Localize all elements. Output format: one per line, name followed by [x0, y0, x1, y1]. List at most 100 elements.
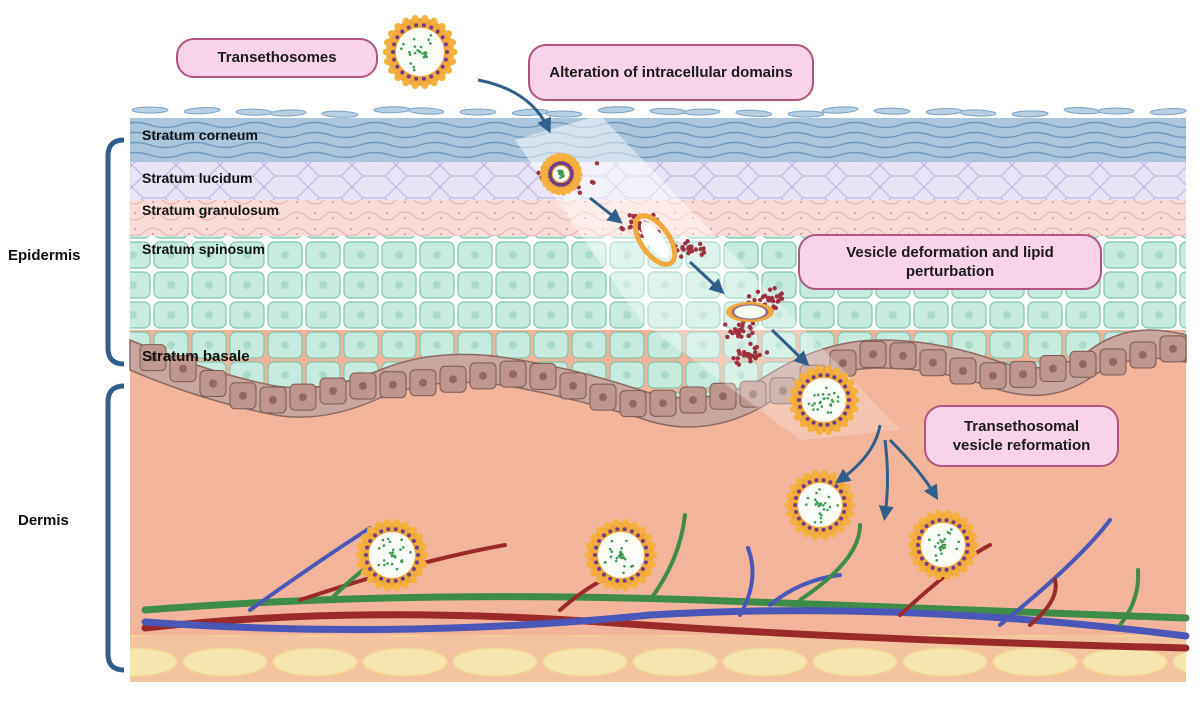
lipid-dot [591, 180, 596, 185]
corneocyte-flake [1063, 106, 1101, 115]
corneocyte-flake [511, 108, 549, 117]
lipid-dot [752, 354, 758, 360]
corneocyte-flake [407, 107, 445, 115]
lipid-dot [753, 350, 758, 355]
label-dermis: Dermis [18, 512, 69, 529]
vesicle [584, 518, 658, 592]
corneocyte-flake [321, 110, 359, 118]
label-stratum-spinosum: Stratum spinosum [142, 241, 265, 257]
callout-alteration: Alteration of intracellular domains [528, 44, 814, 101]
basale-cells [139, 335, 1187, 418]
lipid-dot [736, 348, 741, 354]
lipid-dot [732, 327, 738, 332]
lipid-dot [679, 254, 684, 259]
epidermis-bracket [105, 137, 125, 367]
lipid-dot [746, 333, 751, 338]
pathway-arrows [477, 78, 939, 521]
vesicle-flattened [726, 302, 774, 322]
lipid-dot [693, 247, 699, 252]
corneocyte-flake [873, 107, 911, 115]
corneocyte-flake [235, 108, 273, 116]
lipid-dot [683, 241, 688, 246]
label-stratum-basale: Stratum basale [142, 348, 250, 365]
lipid-dot [758, 297, 763, 303]
vesicle [355, 518, 429, 592]
corneocyte-flake [925, 108, 963, 116]
corneocyte-flake [735, 109, 773, 117]
lipid-dot [698, 246, 703, 252]
corneocyte-flake [459, 108, 497, 116]
lipid-dot [689, 248, 695, 254]
lipid-dot [755, 289, 761, 294]
lipid-dot [735, 356, 740, 361]
lipid-dot [752, 297, 757, 303]
lipid-dot [594, 161, 600, 166]
lipid-dot [746, 351, 751, 357]
vesicle-deformed [632, 213, 678, 267]
vesicle [788, 364, 860, 436]
lipid-dot [731, 356, 736, 361]
vesicle [907, 509, 979, 581]
vesicle [539, 152, 583, 196]
corneocyte-flake [269, 109, 307, 117]
lipid-dot [772, 286, 777, 291]
callout-transethosomes: Transethosomes [176, 38, 378, 78]
corneocyte-flake [821, 106, 859, 114]
label-stratum-lucidum: Stratum lucidum [142, 170, 253, 186]
lipid-dot [736, 322, 742, 327]
lipid-dot [725, 334, 730, 340]
lipid-dot [697, 241, 703, 247]
corneocyte-flake [545, 110, 583, 118]
lipid-dot [746, 294, 752, 299]
lipid-dot [757, 352, 762, 358]
callout-deformation: Vesicle deformation and lipid perturbati… [798, 234, 1102, 290]
lipid-dot [748, 341, 753, 347]
lipid-dot [748, 359, 753, 364]
lipid-dot [723, 322, 728, 327]
vesicle [382, 14, 458, 90]
label-stratum-granulosum: Stratum granulosum [142, 202, 279, 218]
lipid-dot [627, 213, 632, 218]
lipid-dot [629, 219, 634, 224]
lipid-dot [773, 305, 779, 311]
label-stratum-corneum: Stratum corneum [142, 127, 258, 143]
lipid-dot [741, 328, 746, 334]
corneocyte-flake [373, 106, 411, 114]
lipid-dot [770, 298, 776, 304]
lipid-dot [767, 287, 773, 292]
corneocyte-flake [1097, 107, 1135, 115]
corneocyte-flake [683, 108, 721, 116]
callout-reformation: Transethosomal vesicle reformation [924, 405, 1119, 467]
lipid-dot [750, 330, 755, 336]
corneocyte-flake [649, 107, 687, 115]
corneocyte-flake [183, 107, 221, 115]
lipid-dot [750, 321, 756, 326]
corneocyte-flake [1011, 110, 1049, 118]
lipid-dot [734, 330, 740, 336]
lipid-dot [736, 362, 742, 367]
lipid-dot [776, 298, 781, 304]
corneocyte-flake [959, 109, 997, 117]
corneocyte-flake [597, 106, 635, 114]
lipid-dot [577, 190, 583, 195]
lipid-dot [699, 252, 704, 257]
lipid-dot [728, 329, 733, 334]
lipid-dot [777, 293, 783, 298]
corneocyte-flake [1149, 108, 1187, 116]
corneocyte-flake [787, 110, 825, 118]
lipid-dot [628, 224, 633, 229]
dermis-bracket [105, 383, 125, 673]
transethosome-vesicles [355, 14, 979, 592]
lipid-dot [764, 350, 770, 355]
shedding-corneocytes [131, 106, 1187, 118]
lipid-dot [760, 294, 766, 300]
lipid-dot [619, 225, 624, 231]
lipid-dot [680, 244, 685, 250]
vesicle [784, 469, 856, 541]
corneocyte-flake [131, 106, 169, 114]
lipid-dot [752, 346, 758, 351]
label-epidermis: Epidermis [8, 247, 81, 264]
lipid-dot [748, 326, 753, 331]
lipid-dot [637, 222, 642, 228]
